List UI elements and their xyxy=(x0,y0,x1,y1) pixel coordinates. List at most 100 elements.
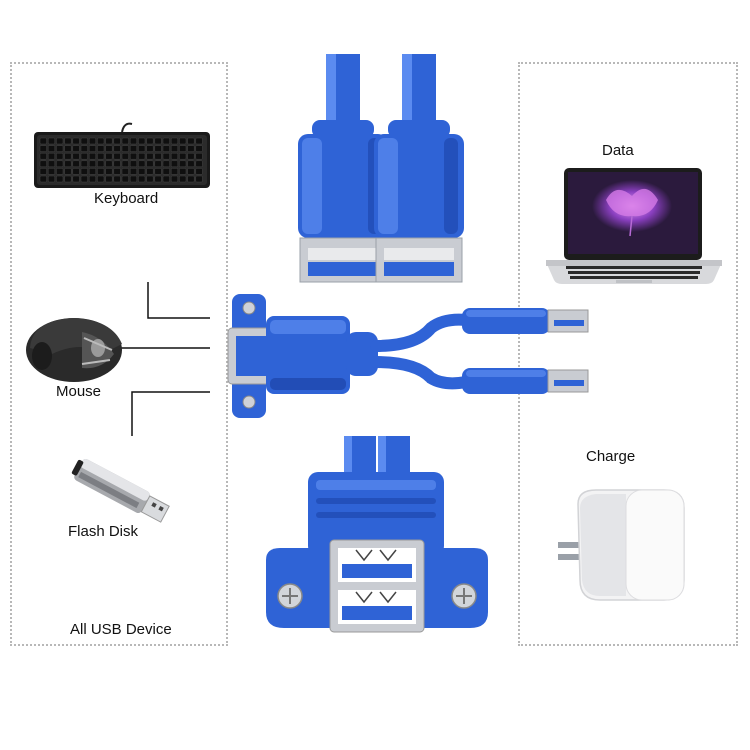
keyboard-key xyxy=(88,137,97,145)
keyboard-key xyxy=(105,160,113,168)
keyboard-key xyxy=(187,160,195,168)
keyboard-key xyxy=(121,160,129,168)
keyboard-key xyxy=(138,160,146,168)
keyboard-key xyxy=(47,168,56,175)
keyboard-key xyxy=(88,175,97,183)
keyboard-key xyxy=(154,168,162,175)
keyboard-key xyxy=(88,145,97,152)
keyboard-key xyxy=(138,145,146,152)
keyboard-key xyxy=(80,168,88,175)
flash-disk-label: Flash Disk xyxy=(68,523,139,540)
keyboard-key xyxy=(129,168,138,175)
keyboard-key xyxy=(56,137,64,145)
keyboard-key xyxy=(146,152,154,160)
keyboard-key xyxy=(80,137,88,145)
usb-y-splitter-cable-icon xyxy=(227,294,589,418)
keyboard-key xyxy=(179,137,187,145)
keyboard-key xyxy=(113,152,121,160)
keyboard-key xyxy=(105,137,113,145)
keyboard-key xyxy=(97,175,105,183)
keyboard-key xyxy=(162,152,170,160)
keyboard-key xyxy=(105,168,113,175)
keyboard-key xyxy=(39,137,47,145)
keyboard-key xyxy=(138,137,146,145)
keyboard-key xyxy=(64,175,72,183)
keyboard-key xyxy=(162,175,170,183)
keyboard-key xyxy=(170,175,179,183)
keyboard-key xyxy=(187,137,195,145)
keyboard-key xyxy=(162,137,170,145)
keyboard-key xyxy=(105,175,113,183)
keyboard-key xyxy=(47,175,56,183)
left-device-panel xyxy=(10,62,228,646)
mouse-label: Mouse xyxy=(56,383,102,400)
keyboard-key xyxy=(113,175,121,183)
keyboard-key xyxy=(154,145,162,152)
keyboard-key xyxy=(162,160,170,168)
keyboard-key xyxy=(170,168,179,175)
keyboard-key xyxy=(179,160,187,168)
keyboard-key xyxy=(170,160,179,168)
keyboard-key xyxy=(113,137,121,145)
keyboard-key xyxy=(56,152,64,160)
keyboard-key xyxy=(64,160,72,168)
keyboard-key xyxy=(154,137,162,145)
keyboard-key xyxy=(72,160,80,168)
keyboard-key xyxy=(88,168,97,175)
keyboard-key xyxy=(72,168,80,175)
keyboard-key xyxy=(121,168,129,175)
keyboard-key xyxy=(88,152,97,160)
keyboard-key xyxy=(113,168,121,175)
keyboard-key xyxy=(105,152,113,160)
keyboard-key xyxy=(72,152,80,160)
keyboard-key xyxy=(154,152,162,160)
keyboard-key xyxy=(39,152,47,160)
keyboard-key xyxy=(88,160,97,168)
all-usb-device-label: All USB Device xyxy=(70,621,172,638)
keyboard-key xyxy=(47,152,56,160)
keyboard-key xyxy=(179,152,187,160)
keyboard-key xyxy=(162,145,170,152)
keyboard-key xyxy=(56,168,64,175)
right-device-panel xyxy=(518,62,738,646)
keyboard-key xyxy=(146,175,154,183)
keyboard-key xyxy=(146,160,154,168)
charge-label: Charge xyxy=(586,448,636,465)
keyboard-key xyxy=(80,152,88,160)
keyboard-key xyxy=(72,137,80,145)
keyboard-key xyxy=(39,168,47,175)
keyboard-key xyxy=(121,145,129,152)
keyboard-key xyxy=(64,168,72,175)
keyboard-key xyxy=(179,168,187,175)
keyboard-key xyxy=(105,145,113,152)
keyboard-key xyxy=(195,145,203,152)
mouse-icon xyxy=(26,318,122,382)
keyboard-key xyxy=(39,145,47,152)
keyboard-key xyxy=(113,145,121,152)
keyboard-key xyxy=(64,152,72,160)
keyboard-key xyxy=(64,137,72,145)
keyboard-key xyxy=(47,137,56,145)
keyboard-key xyxy=(179,175,187,183)
keyboard-key xyxy=(187,152,195,160)
keyboard-key xyxy=(72,175,80,183)
keyboard-key xyxy=(195,168,203,175)
keyboard-key xyxy=(170,152,179,160)
keyboard-key xyxy=(129,175,138,183)
keyboard-key xyxy=(195,137,203,145)
keyboard-key xyxy=(113,160,121,168)
keyboard-key xyxy=(39,160,47,168)
keyboard-key xyxy=(47,145,56,152)
keyboard-key xyxy=(56,160,64,168)
keyboard-key xyxy=(80,145,88,152)
keyboard-key xyxy=(195,160,203,168)
keyboard-key xyxy=(97,168,105,175)
keyboard-key xyxy=(97,152,105,160)
keyboard-key xyxy=(56,145,64,152)
keyboard-key xyxy=(47,160,56,168)
keyboard-key xyxy=(129,145,138,152)
keyboard-key xyxy=(146,137,154,145)
keyboard-icon xyxy=(34,122,210,188)
keyboard-key xyxy=(129,137,138,145)
